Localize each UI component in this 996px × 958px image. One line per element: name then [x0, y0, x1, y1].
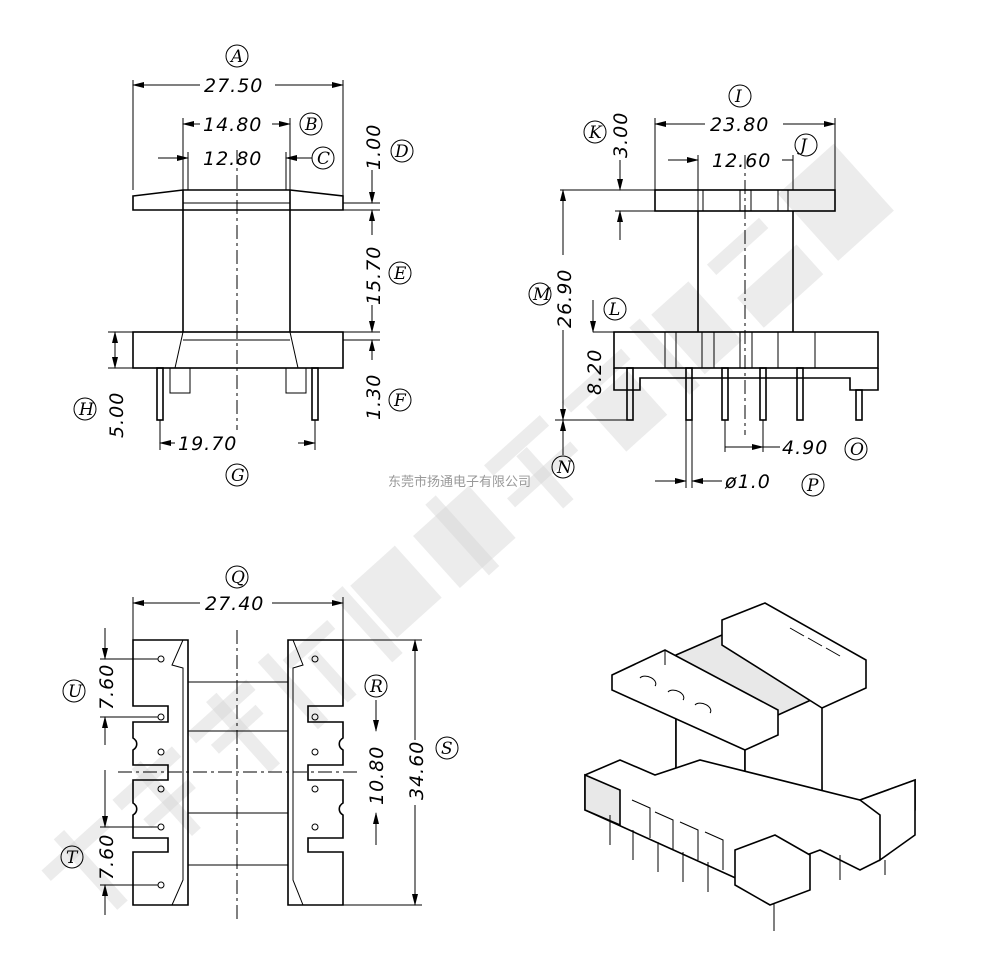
left-rail — [132, 639, 189, 906]
dim-J: 12.60 — [712, 150, 771, 172]
label-G: G — [231, 466, 245, 486]
label-I: I — [734, 87, 742, 107]
side-view: 23.80 I 12.60 J 3.00 K 26.90 M N 8.20 L … — [528, 84, 879, 497]
label-A: A — [229, 47, 243, 67]
label-T: T — [66, 848, 79, 868]
label-M: M — [532, 285, 551, 305]
dim-O: 4.90 — [782, 437, 828, 459]
label-O: O — [850, 440, 864, 460]
label-N: N — [556, 458, 573, 478]
watermark-small: 东莞市扬通电子有限公司 — [388, 474, 531, 490]
dim-C: 12.80 — [203, 148, 262, 170]
dim-L: 8.20 — [584, 349, 606, 395]
pins — [626, 367, 863, 421]
label-D: D — [394, 142, 409, 162]
dim-A: 27.50 — [204, 75, 263, 97]
label-U: U — [68, 682, 83, 702]
label-F: F — [393, 391, 407, 411]
label-H: H — [78, 400, 95, 420]
dim-K: 3.00 — [610, 112, 632, 158]
dim-P: ø1.0 — [724, 471, 771, 493]
top-flange — [132, 189, 344, 211]
bottom-flange — [132, 331, 344, 369]
bottom-view: 27.40 Q 34.60 S 10.80 R 7.60 U 7.60 T — [60, 565, 459, 920]
watermark: 东莞市扬通电子有限公司 — [41, 143, 894, 910]
label-B: B — [304, 115, 318, 135]
isometric-view — [584, 602, 916, 931]
dim-U: 7.60 — [96, 664, 118, 710]
dim-S: 34.60 — [406, 741, 428, 800]
label-E: E — [393, 264, 407, 284]
dim-F: 1.30 — [363, 374, 385, 420]
pin — [156, 367, 164, 421]
pin — [311, 367, 319, 421]
dim-H: 5.00 — [106, 392, 128, 438]
dim-D: 1.00 — [363, 124, 385, 170]
label-L: L — [608, 300, 620, 320]
dim-T: 7.60 — [96, 834, 118, 880]
label-C: C — [317, 149, 330, 169]
dim-G: 19.70 — [178, 433, 237, 455]
label-J: J — [797, 136, 808, 156]
dim-R: 10.80 — [366, 746, 388, 805]
right-rail — [287, 639, 344, 906]
watermark-large-picture — [41, 143, 894, 910]
dim-I: 23.80 — [710, 114, 769, 136]
dim-Q: 27.40 — [205, 593, 264, 615]
label-K: K — [588, 123, 603, 143]
pins-3d — [609, 815, 886, 931]
dim-M: 26.90 — [554, 269, 576, 328]
label-S: S — [441, 739, 453, 759]
dim-B: 14.80 — [203, 114, 262, 136]
bottom-flange — [613, 331, 879, 369]
label-P: P — [806, 476, 819, 496]
front-view: 27.50 A 14.80 B 12.80 C 1.00 D 15.70 E 1… — [73, 44, 414, 487]
label-R: R — [369, 677, 383, 697]
label-Q: Q — [231, 568, 245, 588]
pin-holes — [157, 655, 319, 889]
dim-E: 15.70 — [363, 246, 385, 305]
